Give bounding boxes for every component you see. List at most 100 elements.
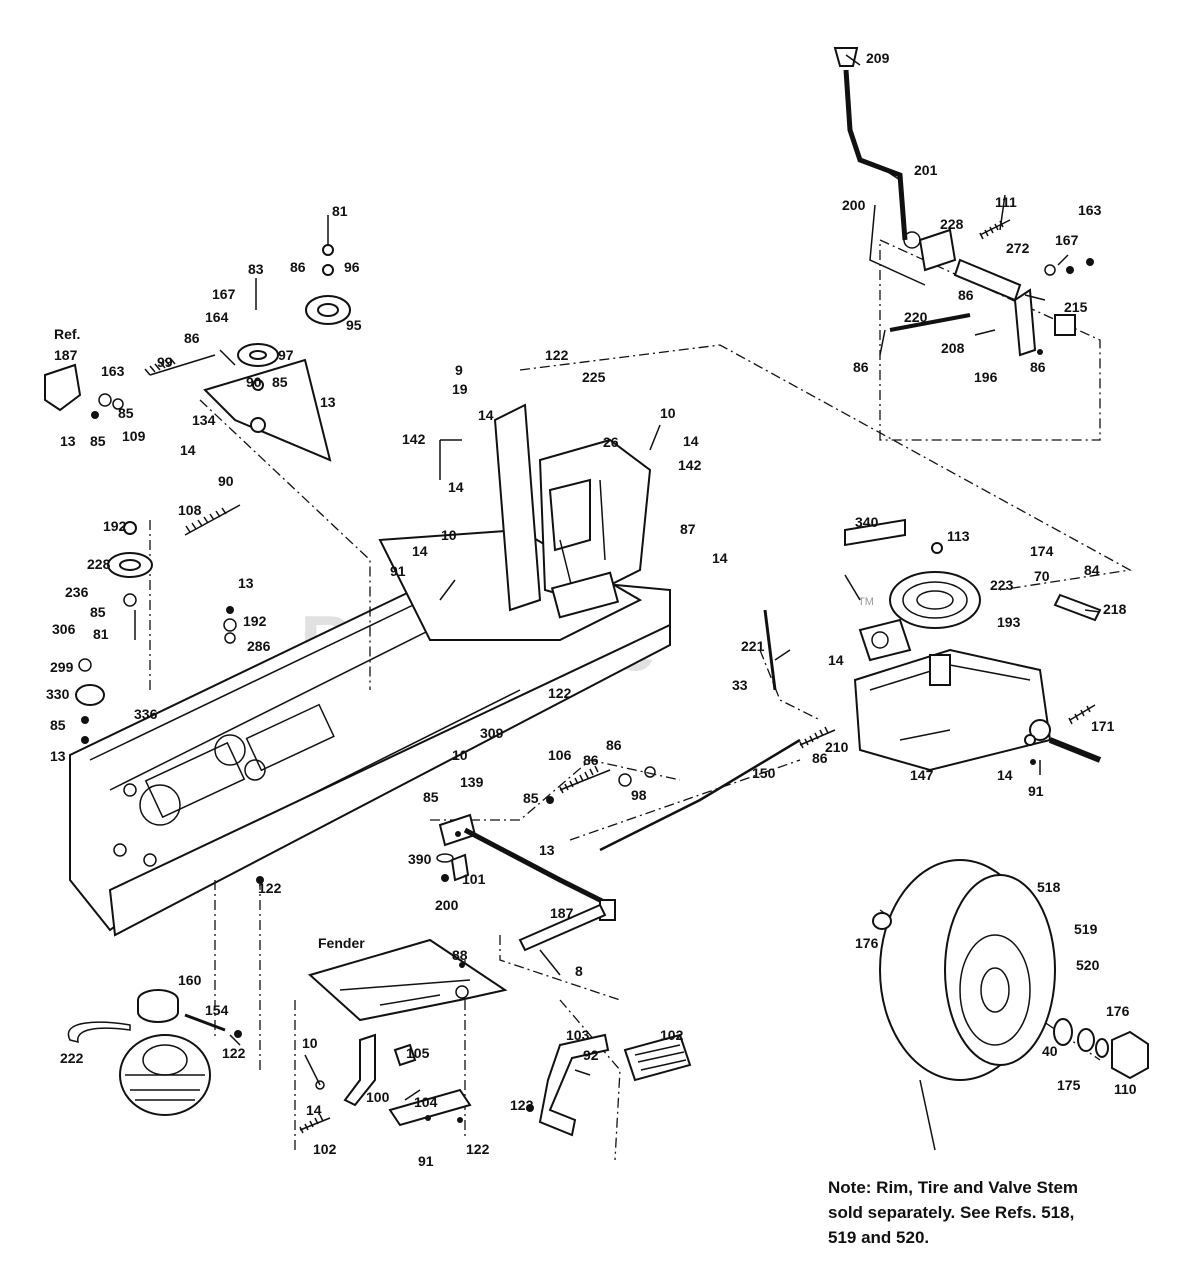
callout: 70 xyxy=(1034,568,1050,584)
callout: 176 xyxy=(855,935,879,951)
callout: 187 xyxy=(550,905,574,921)
callout: 111 xyxy=(995,194,1017,210)
rear-wheel xyxy=(872,859,1149,1151)
callout: 87 xyxy=(680,521,696,537)
callout: 85 xyxy=(50,717,66,733)
callout: 85 xyxy=(423,789,439,805)
callout: 14 xyxy=(683,433,699,449)
callout: 122 xyxy=(258,880,282,896)
callout: 92 xyxy=(583,1047,599,1063)
callout: 223 xyxy=(990,577,1014,593)
callout: 13 xyxy=(60,433,76,449)
callout: 14 xyxy=(448,479,464,495)
callout: 98 xyxy=(631,787,647,803)
callout: 108 xyxy=(178,502,202,518)
callout: 14 xyxy=(828,652,844,668)
callout: 105 xyxy=(406,1045,430,1061)
callout: 110 xyxy=(1114,1081,1137,1097)
callout: 174 xyxy=(1030,543,1054,559)
callout: 14 xyxy=(306,1102,322,1118)
left-pulley-stack xyxy=(75,521,237,744)
callout: 218 xyxy=(1103,601,1127,617)
callout: 330 xyxy=(46,686,70,702)
callout: 113 xyxy=(947,528,970,544)
callout: 86 xyxy=(184,330,200,346)
callout: 520 xyxy=(1076,957,1100,973)
callout: 142 xyxy=(402,431,426,447)
callout: 236 xyxy=(65,584,89,600)
fender-label: Fender xyxy=(318,935,365,951)
callout: 167 xyxy=(212,286,236,302)
callout: 102 xyxy=(313,1141,337,1157)
callout: 9 xyxy=(455,362,463,378)
callout: 14 xyxy=(180,442,196,458)
callout: 272 xyxy=(1006,240,1030,256)
callout: 86 xyxy=(583,752,599,768)
callout: 209 xyxy=(866,50,890,66)
callout: 88 xyxy=(452,947,468,963)
callout: 13 xyxy=(320,394,336,410)
callout: 81 xyxy=(93,626,109,642)
callout: 10 xyxy=(441,527,457,543)
brake-pedal xyxy=(526,1033,692,1137)
callout: 122 xyxy=(222,1045,246,1061)
callout: 200 xyxy=(435,897,459,913)
callout: 390 xyxy=(408,851,432,867)
callout: 91 xyxy=(418,1153,434,1169)
callout: 13 xyxy=(539,842,555,858)
callout: 13 xyxy=(238,575,254,591)
callout: 33 xyxy=(732,677,748,693)
linkage-rods xyxy=(546,609,836,852)
callout: 142 xyxy=(678,457,702,473)
callout: 299 xyxy=(50,659,74,675)
callout: 171 xyxy=(1091,718,1115,734)
callout: 8 xyxy=(575,963,583,979)
callout: 100 xyxy=(366,1089,390,1105)
callout: 99 xyxy=(157,354,173,370)
callout: 221 xyxy=(741,638,765,654)
callout: 228 xyxy=(87,556,111,572)
callout: 10 xyxy=(302,1035,318,1051)
callout: Ref. xyxy=(54,326,80,342)
callout: 122 xyxy=(466,1141,490,1157)
callout: 14 xyxy=(412,543,428,559)
callout: 519 xyxy=(1074,921,1098,937)
callout: 86 xyxy=(1030,359,1046,375)
callout: 228 xyxy=(940,216,964,232)
idler-pulley-assembly xyxy=(44,215,351,536)
callout: 85 xyxy=(90,604,106,620)
callout: 90 xyxy=(246,374,262,390)
watermark-tm: TM xyxy=(858,596,874,608)
callout: 208 xyxy=(941,340,965,356)
callout: 176 xyxy=(1106,1003,1130,1019)
callout: 10 xyxy=(452,747,468,763)
electric-clutch xyxy=(67,876,264,1116)
callout: 96 xyxy=(344,259,360,275)
callout: 309 xyxy=(480,725,504,741)
callout: 14 xyxy=(997,767,1013,783)
callout: 103 xyxy=(566,1027,590,1043)
leader-lines xyxy=(219,54,1101,1101)
callout: 187 xyxy=(54,347,78,363)
callout: 193 xyxy=(997,614,1021,630)
callout: 215 xyxy=(1064,299,1088,315)
callout: 26 xyxy=(603,434,619,450)
callout: 86 xyxy=(853,359,869,375)
note-text: Note: Rim, Tire and Valve Stem sold sepa… xyxy=(828,1178,1079,1247)
callout: 210 xyxy=(825,739,849,755)
callout: 225 xyxy=(582,369,606,385)
brake-shaft xyxy=(436,813,616,952)
callouts: 209 201 200 228 111 163 167 272 215 220 … xyxy=(46,50,1137,1169)
callout: 122 xyxy=(510,1097,534,1113)
callout: 147 xyxy=(910,767,934,783)
transaxle-assembly xyxy=(844,518,1102,772)
callout: 91 xyxy=(1028,783,1044,799)
callout: 167 xyxy=(1055,232,1079,248)
callout: 106 xyxy=(548,747,572,763)
callout: 134 xyxy=(192,412,216,428)
fender-assembly xyxy=(299,938,508,1134)
callout: 84 xyxy=(1084,562,1100,578)
callout: 10 xyxy=(660,405,676,421)
callout: 85 xyxy=(272,374,288,390)
